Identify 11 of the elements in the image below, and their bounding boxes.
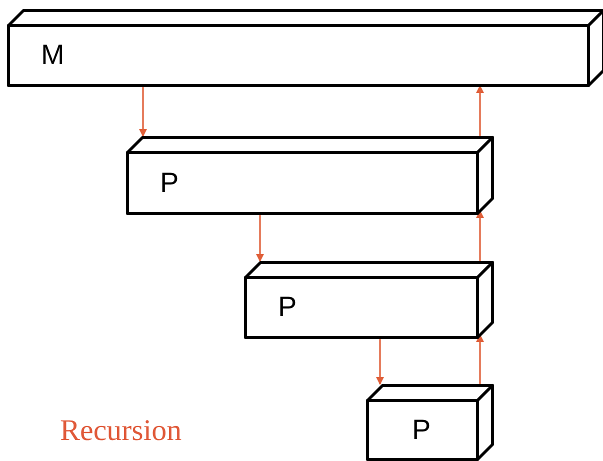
arrow <box>256 214 264 262</box>
caption-text: Recursion <box>60 414 182 448</box>
arrow <box>139 86 147 137</box>
arrow <box>476 85 484 136</box>
block-label: M <box>41 41 64 69</box>
block-label: P <box>412 416 431 444</box>
block-label: P <box>160 168 179 196</box>
arrow <box>476 334 484 384</box>
arrow <box>476 210 484 261</box>
arrow <box>376 338 384 385</box>
block-label: P <box>278 293 297 321</box>
